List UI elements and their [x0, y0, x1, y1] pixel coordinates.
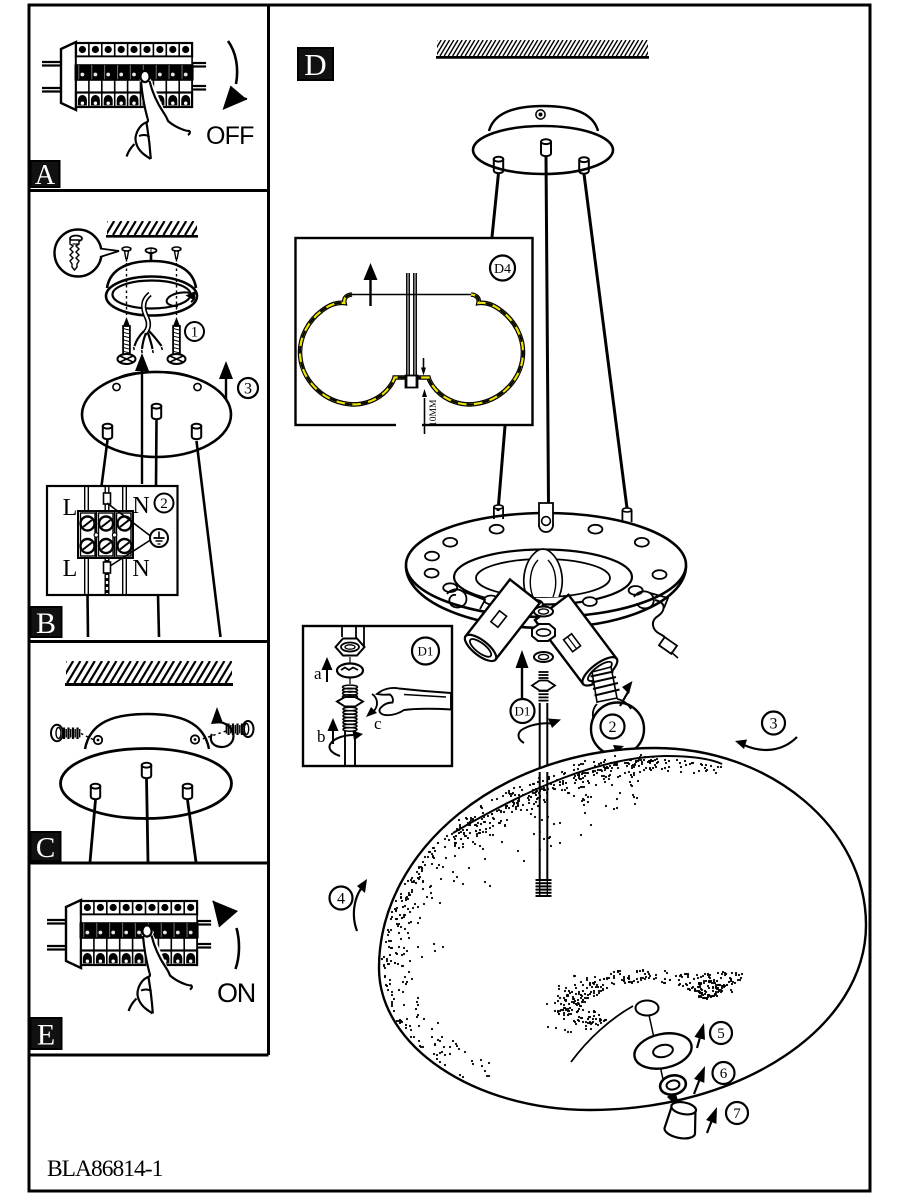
svg-text:B: B: [36, 607, 56, 640]
svg-text:N: N: [132, 493, 149, 519]
svg-text:C: C: [36, 832, 55, 864]
svg-text:b: b: [317, 727, 326, 746]
svg-text:D1: D1: [418, 643, 434, 658]
svg-text:a: a: [314, 664, 322, 683]
svg-text:2: 2: [160, 496, 168, 512]
svg-text:A: A: [35, 160, 56, 191]
svg-text:D1: D1: [515, 703, 531, 718]
svg-text:E: E: [37, 1018, 55, 1051]
svg-text:N: N: [132, 556, 149, 582]
svg-text:3: 3: [244, 380, 252, 397]
svg-text:6: 6: [720, 1066, 728, 1082]
svg-text:10MM: 10MM: [429, 399, 439, 426]
svg-text:OFF: OFF: [206, 122, 254, 150]
svg-text:BLA86814-1: BLA86814-1: [47, 1156, 163, 1182]
svg-text:ON: ON: [217, 978, 255, 1008]
svg-text:4: 4: [337, 890, 345, 907]
svg-text:3: 3: [770, 715, 778, 732]
svg-text:L: L: [63, 495, 78, 521]
svg-text:2: 2: [609, 719, 617, 736]
svg-text:7: 7: [733, 1106, 741, 1122]
svg-text:D4: D4: [494, 262, 511, 277]
svg-text:1: 1: [191, 325, 199, 341]
svg-text:L: L: [63, 556, 78, 582]
svg-text:5: 5: [717, 1026, 725, 1042]
svg-text:D: D: [304, 47, 326, 82]
svg-text:c: c: [374, 714, 382, 733]
